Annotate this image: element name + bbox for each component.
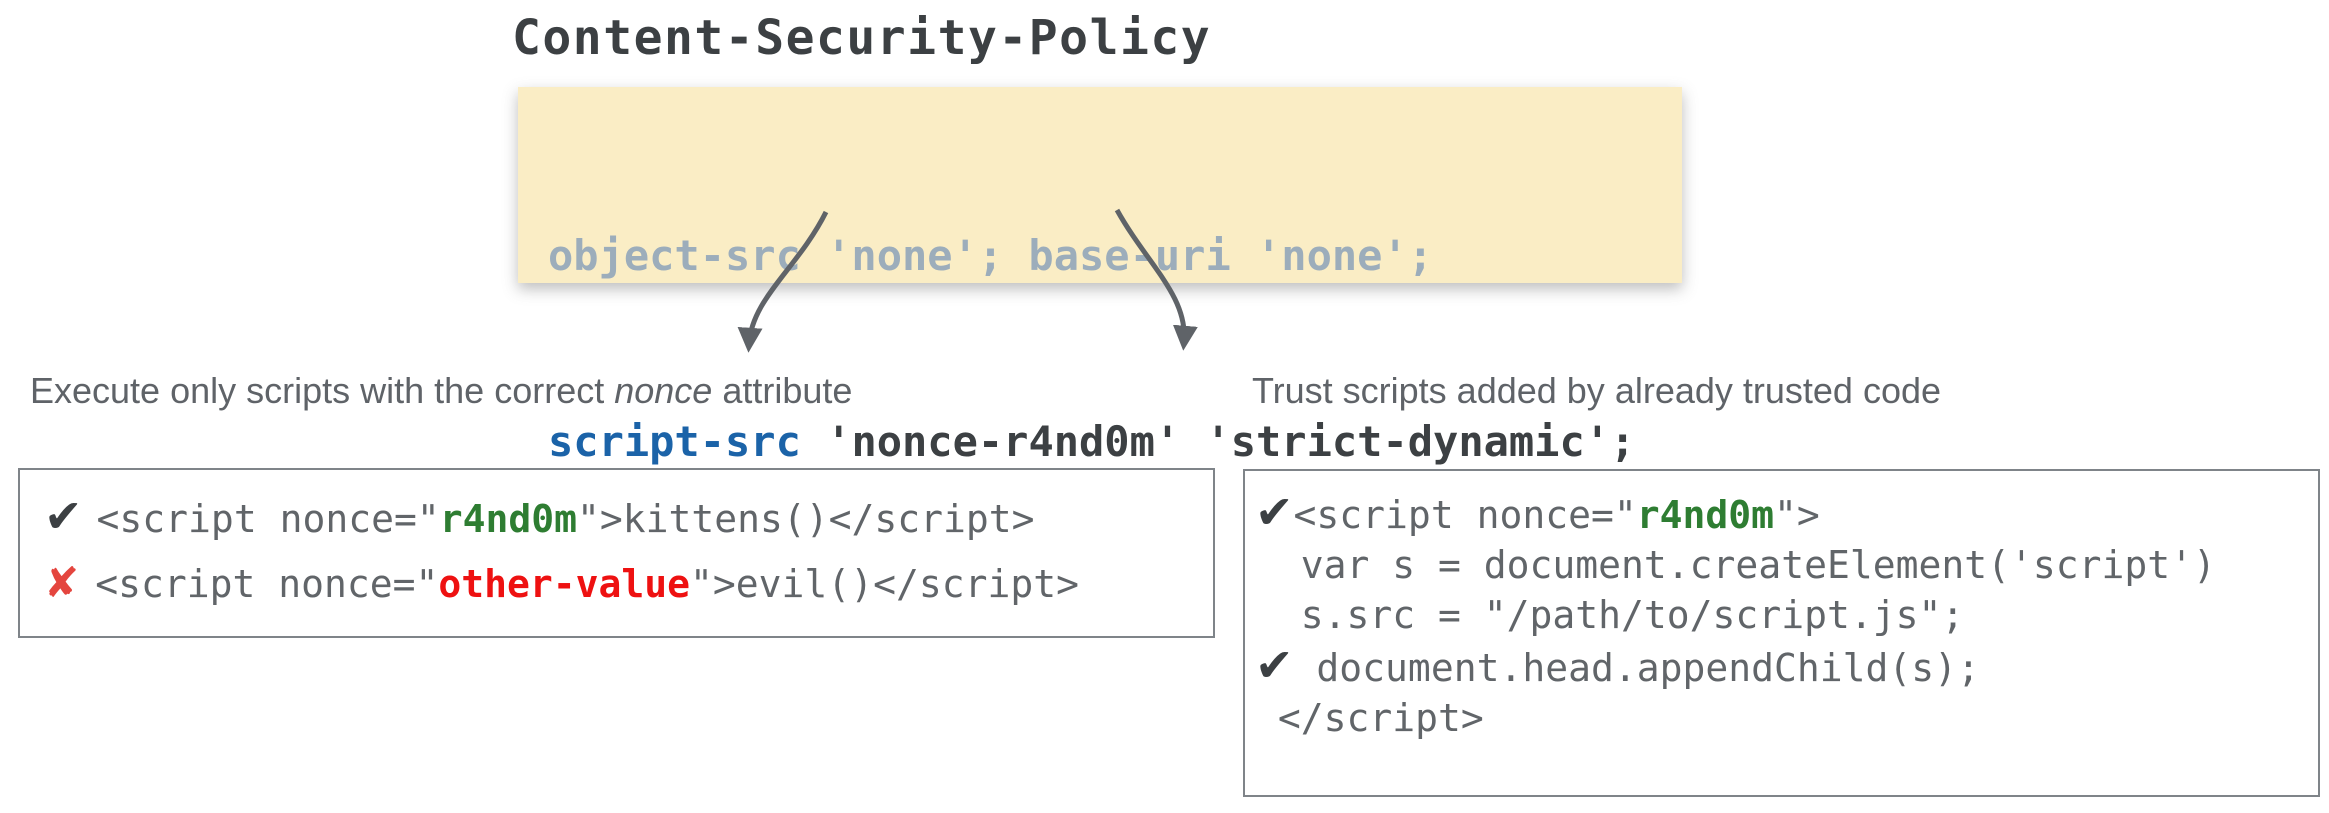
script-src-values: 'nonce-r4nd0m' 'strict-dynamic'; <box>800 417 1636 466</box>
nonce-annotation-prefix: Execute only scripts with the correct <box>30 370 615 411</box>
policy-line-object-src: object-src 'none'; base-uri 'none'; <box>548 231 1434 280</box>
trusted-script-open-line: ✔<script nonce="r4nd0m"> <box>1255 487 2318 540</box>
allowed-nonce-value: r4nd0m <box>439 497 577 541</box>
nonce-annotation-suffix: attribute <box>712 370 853 411</box>
blocked-code-after: ">evil()</script> <box>690 562 1079 606</box>
strict-dynamic-annotation: Trust scripts added by already trusted c… <box>1252 370 1942 411</box>
csp-policy-code-box: object-src 'none'; base-uri 'none'; scri… <box>518 87 1682 466</box>
nonce-annotation: Execute only scripts with the correct no… <box>30 370 852 412</box>
create-element-line: var s = document.createElement('script') <box>1255 543 2216 587</box>
blocked-script-line: ✘ <script nonce="other-value">evil()</scr… <box>44 551 1213 616</box>
cross-icon: ✘ <box>44 558 80 607</box>
page-title: Content-Security-Policy <box>512 10 1212 66</box>
append-child-line: ✔ document.head.appendChild(s); <box>1255 640 2318 693</box>
allowed-script-line: ✔ <script nonce="r4nd0m">kittens()</scrip… <box>44 484 1213 551</box>
append-child-code: document.head.appendChild(s); <box>1293 646 1980 690</box>
trusted-code-before: <script nonce=" <box>1293 493 1637 537</box>
script-close-line: </script> <box>1255 696 1484 740</box>
check-icon: ✔ <box>1255 485 1294 539</box>
blocked-code-before: <script nonce=" <box>95 562 439 606</box>
allowed-code-after: ">kittens()</script> <box>577 497 1035 541</box>
check-icon: ✔ <box>1255 638 1294 692</box>
strict-dynamic-example-box: ✔<script nonce="r4nd0m"> var s = documen… <box>1243 469 2320 797</box>
trusted-code-after: "> <box>1774 493 1820 537</box>
nonce-annotation-emphasis: nonce <box>614 370 713 411</box>
check-icon: ✔ <box>44 489 83 543</box>
script-src-directive: script-src <box>548 417 801 466</box>
blocked-nonce-value: other-value <box>438 562 691 606</box>
policy-line-script-src: script-src 'nonce-r4nd0m' 'strict-dynami… <box>548 411 1682 473</box>
nonce-example-box: ✔ <script nonce="r4nd0m">kittens()</scrip… <box>18 468 1215 638</box>
trusted-nonce-value: r4nd0m <box>1636 493 1774 537</box>
allowed-code-before: <script nonce=" <box>96 497 440 541</box>
script-src-assignment-line: s.src = "/path/to/script.js"; <box>1255 593 1965 637</box>
